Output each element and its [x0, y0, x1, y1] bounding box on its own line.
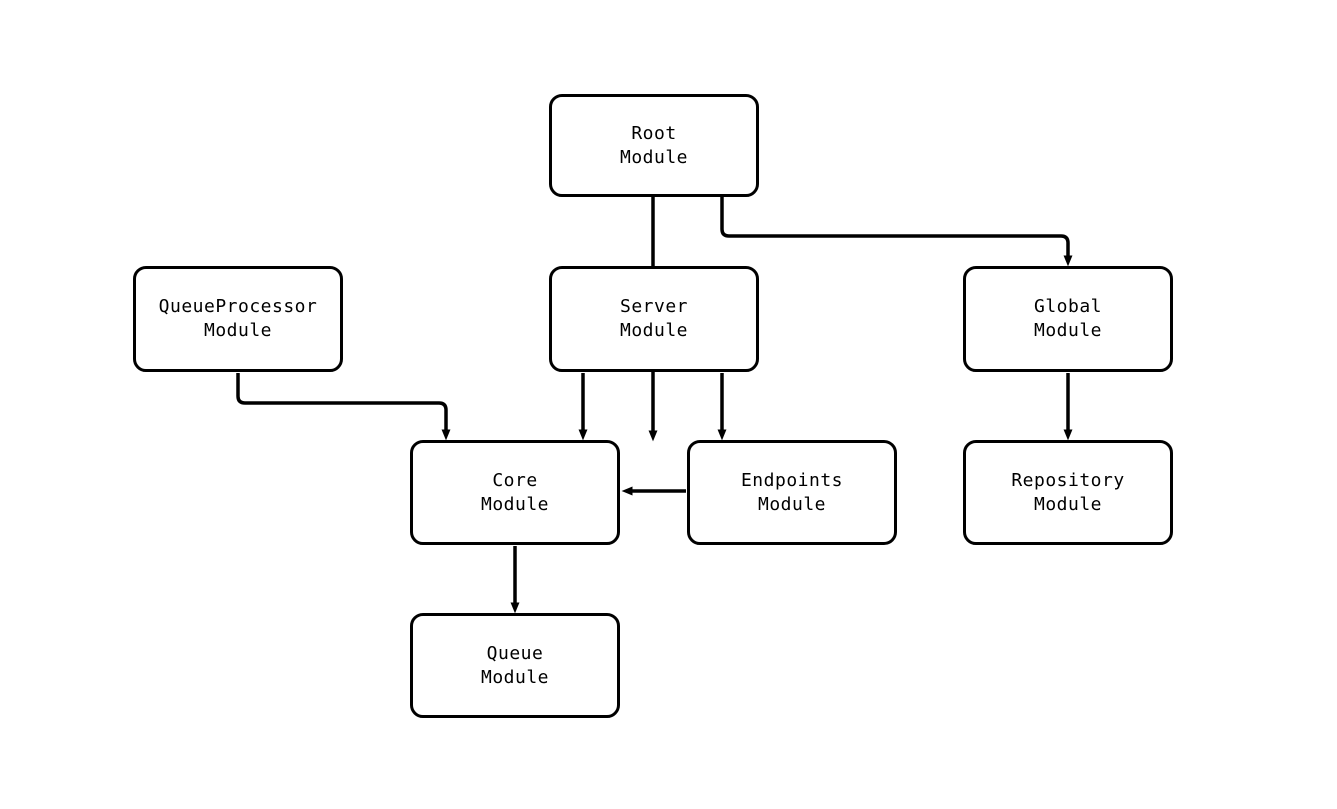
node-global-module-suffix: Module: [1033, 320, 1103, 341]
node-core-module-suffix: Module: [480, 493, 550, 515]
node-repository-module[interactable]: Repository Module: [963, 440, 1173, 545]
node-root-module[interactable]: Root Module: [549, 94, 759, 197]
node-queue-module-name: Queue: [486, 642, 544, 664]
node-repository-module-suffix: Module: [1033, 493, 1103, 515]
node-server-module-suffix: Module: [619, 320, 689, 341]
edge-root-to-global: [720, 197, 1073, 267]
node-endpoints-module[interactable]: Endpoints Module: [687, 440, 897, 545]
node-server-module-name: Server: [619, 296, 689, 318]
node-server-module[interactable]: Server Module: [549, 266, 759, 372]
node-queueprocessor-module-name: QueueProcessor: [158, 296, 318, 318]
node-root-module-name: Root: [631, 122, 677, 144]
node-global-module[interactable]: Global Module: [963, 266, 1173, 372]
node-queue-module[interactable]: Queue Module: [410, 613, 620, 718]
node-queue-module-suffix: Module: [480, 666, 550, 688]
node-root-module-suffix: Module: [619, 146, 689, 168]
node-queueprocessor-module[interactable]: QueueProcessor Module: [133, 266, 343, 372]
node-repository-module-name: Repository: [1011, 469, 1125, 491]
node-global-module-name: Global: [1033, 296, 1103, 318]
edge-queueprocessor-to-core: [236, 373, 451, 441]
node-queueprocessor-module-suffix: Module: [203, 320, 273, 341]
node-core-module-name: Core: [492, 469, 538, 491]
node-endpoints-module-suffix: Module: [757, 493, 827, 515]
node-core-module[interactable]: Core Module: [410, 440, 620, 545]
node-endpoints-module-name: Endpoints: [740, 469, 844, 491]
